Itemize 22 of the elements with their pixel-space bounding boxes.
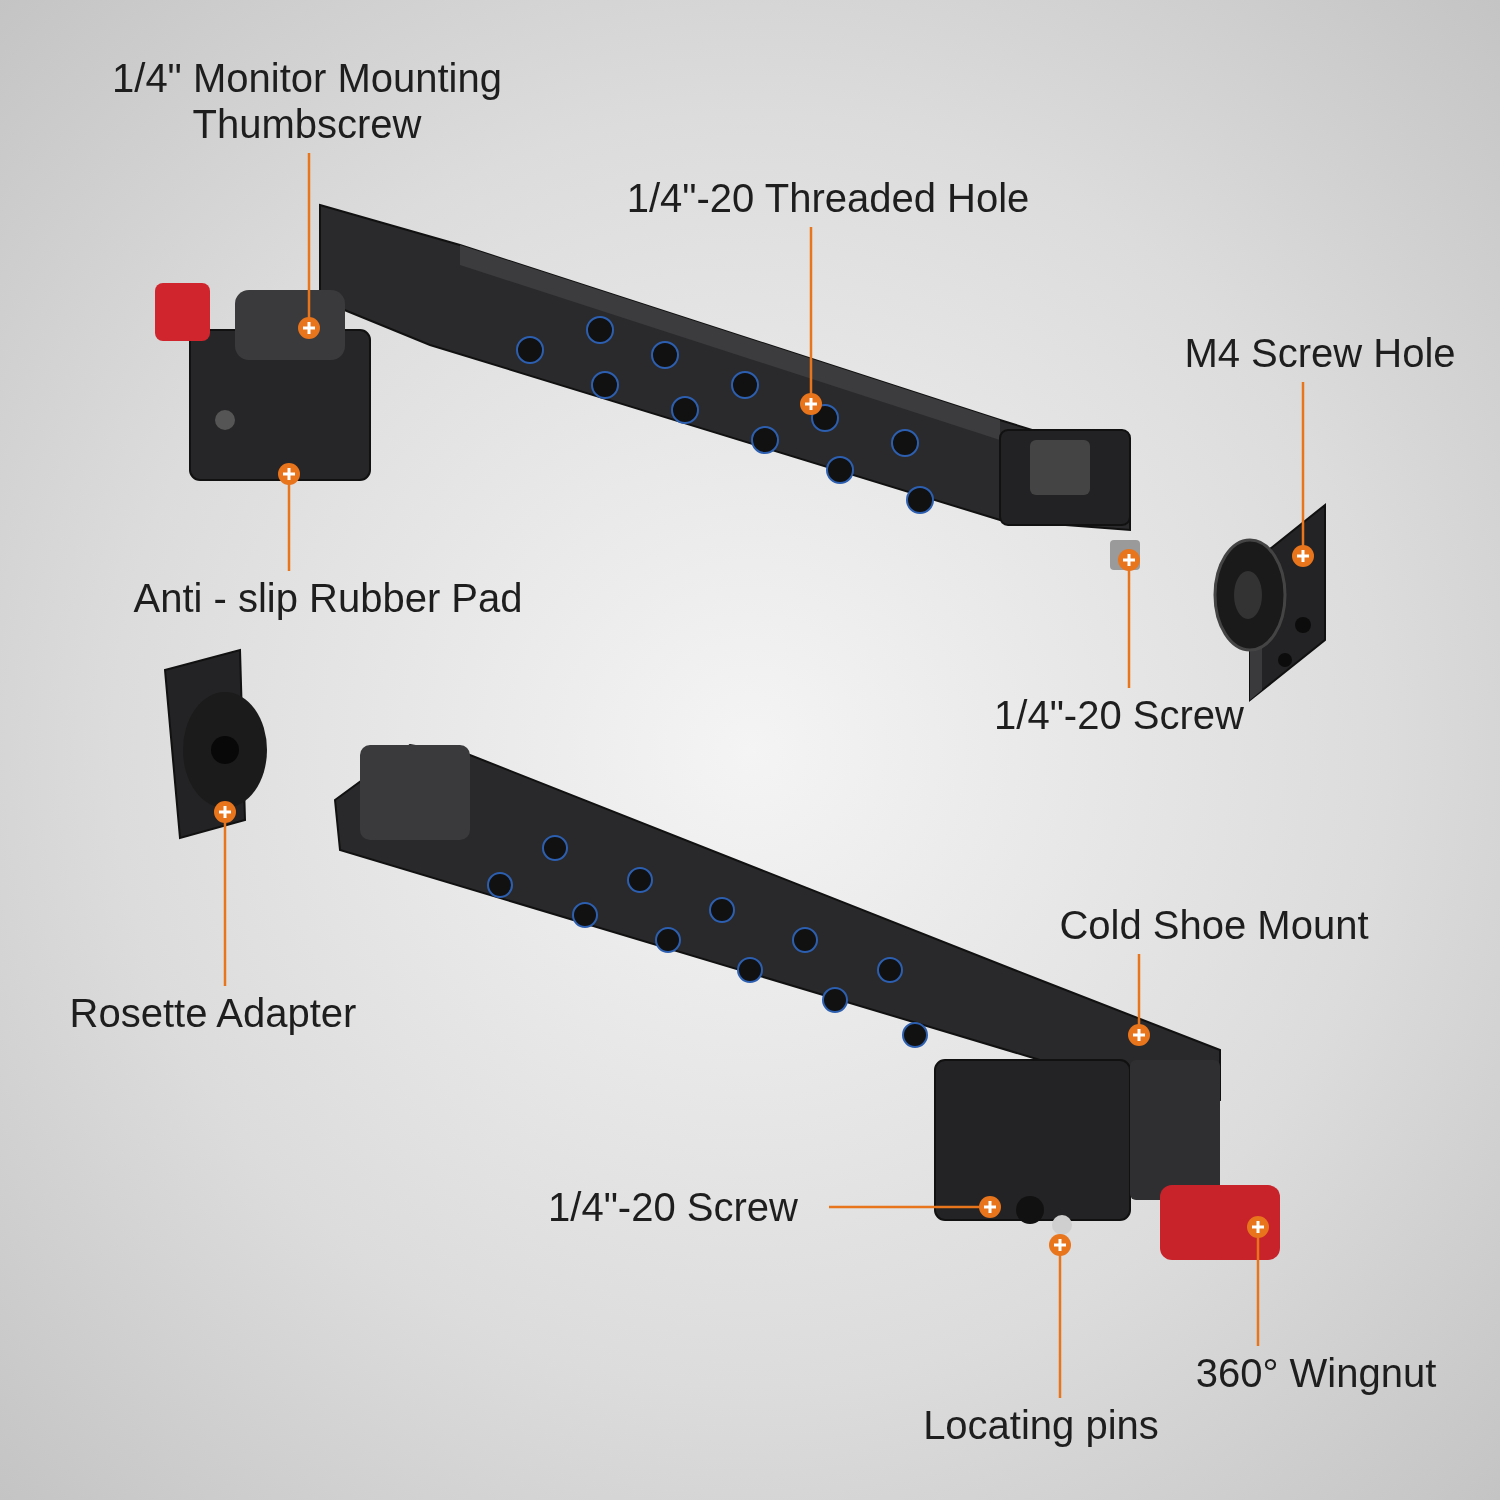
mounting-plate-drawing bbox=[1213, 502, 1326, 703]
leader-line bbox=[829, 1194, 1003, 1220]
callout-label: M4 Screw Hole bbox=[1160, 330, 1480, 376]
leader-line bbox=[276, 461, 302, 571]
callout-label: Rosette Adapter bbox=[43, 990, 383, 1036]
leader-line bbox=[798, 227, 824, 417]
callout-label: 1/4" Monitor Mounting Thumbscrew bbox=[67, 55, 547, 147]
callout-label: Locating pins bbox=[896, 1402, 1186, 1448]
callout-label: Cold Shoe Mount bbox=[1034, 902, 1394, 948]
callout-label: 1/4"-20 Screw bbox=[969, 692, 1269, 738]
rosette-adapter-drawing bbox=[163, 648, 267, 840]
callout-label: 1/4"-20 Screw bbox=[523, 1184, 823, 1230]
leader-line bbox=[212, 799, 238, 986]
leader-line bbox=[1245, 1214, 1271, 1346]
callout-label: 360° Wingnut bbox=[1171, 1350, 1461, 1396]
leader-line bbox=[1290, 382, 1316, 569]
leader-line bbox=[1126, 954, 1152, 1048]
leader-line bbox=[1047, 1232, 1073, 1398]
callout-label: 1/4"-20 Threaded Hole bbox=[593, 175, 1063, 221]
leader-line bbox=[1116, 547, 1142, 688]
callout-label: Anti - slip Rubber Pad bbox=[98, 575, 558, 621]
leader-line bbox=[296, 153, 322, 341]
